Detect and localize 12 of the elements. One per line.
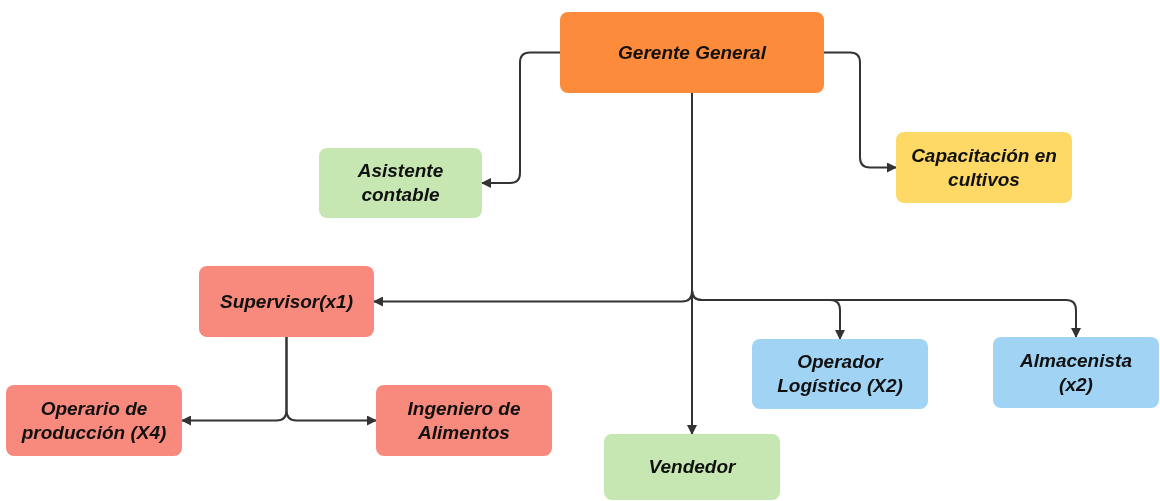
arrow bbox=[823, 51, 897, 173]
role-box: Operario de producción (X4) bbox=[6, 385, 182, 456]
role-box: Ingeniero de Alimentos bbox=[376, 385, 552, 456]
role-box: Capacitación en cultivos bbox=[896, 132, 1072, 203]
role-box: Asistente contable bbox=[319, 148, 482, 218]
role-box: Operador Logístico (X2) bbox=[752, 339, 928, 409]
role-box: Supervisor(x1) bbox=[199, 266, 374, 337]
role-box: Vendedor bbox=[604, 434, 780, 500]
arrow bbox=[285, 336, 377, 426]
arrow bbox=[481, 51, 561, 188]
role-box: Almacenista (x2) bbox=[993, 337, 1159, 408]
role-box: Gerente General bbox=[560, 12, 824, 93]
